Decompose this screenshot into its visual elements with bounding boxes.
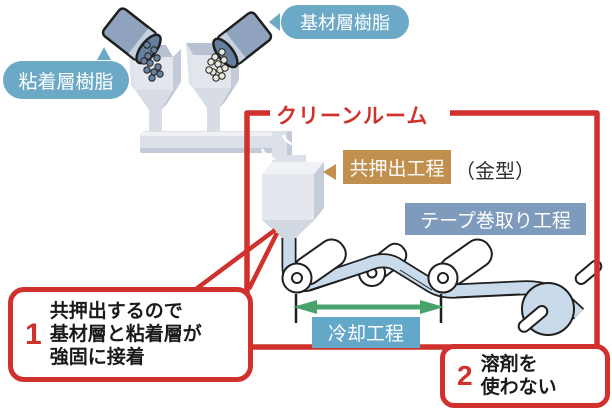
cooling-process-label: 冷却工程 xyxy=(312,317,420,348)
coextrusion-process-text: 共押出工程 xyxy=(349,158,445,180)
callout-2-line2: 使わない xyxy=(480,377,557,398)
extrusion-die xyxy=(262,162,324,238)
callout-2-number: 2 xyxy=(457,360,473,391)
pipe-joint-mark xyxy=(260,148,276,161)
base-layer-resin-text: 基材層樹脂 xyxy=(300,13,390,33)
roller-left xyxy=(281,238,347,294)
callout-2-line1: 溶剤を xyxy=(480,354,538,375)
mold-label: （金型） xyxy=(455,160,535,183)
base-layer-resin-label: 基材層樹脂 xyxy=(281,5,409,39)
roller-right xyxy=(427,238,493,294)
coextrusion-pointer-icon xyxy=(323,164,336,180)
callout-1-line3: 強固に接着 xyxy=(49,347,145,368)
base-pointer-icon xyxy=(269,13,280,31)
cooling-span-arrow xyxy=(293,294,444,323)
clean-room-title: クリーンルーム xyxy=(276,105,429,128)
pipe-joint-mark xyxy=(281,134,297,147)
winder-roll xyxy=(517,282,575,336)
tape-winding-process-text: テープ巻取り工程 xyxy=(420,210,571,232)
callout-point-1: 1 共押出するので 基材層と粘着層が 強固に接着 xyxy=(8,287,253,382)
callout-1-line1: 共押出するので xyxy=(49,301,183,322)
callout-1-line2: 基材層と粘着層が xyxy=(49,324,202,345)
pellets-base xyxy=(205,48,229,82)
adhesive-layer-resin-label: 粘着層樹脂 xyxy=(3,61,129,99)
tape-winding-process-label: テープ巻取り工程 xyxy=(405,203,586,235)
adhesive-layer-resin-text: 粘着層樹脂 xyxy=(18,71,114,93)
cooling-process-text: 冷却工程 xyxy=(327,324,404,345)
callout-1-text: 共押出するので 基材層と粘着層が 強固に接着 xyxy=(50,300,202,369)
callout-1-number: 1 xyxy=(25,317,42,351)
clean-room-border xyxy=(244,110,600,350)
pellets-adhesive xyxy=(140,41,164,82)
adhesive-pointer-icon xyxy=(97,47,111,60)
callout-point-2: 2 溶剤を 使わない xyxy=(440,344,610,408)
callout1-leader-lines xyxy=(194,228,280,291)
callout-2-text: 溶剤を 使わない xyxy=(481,353,557,399)
coextrusion-process-label: 共押出工程 xyxy=(343,150,451,184)
